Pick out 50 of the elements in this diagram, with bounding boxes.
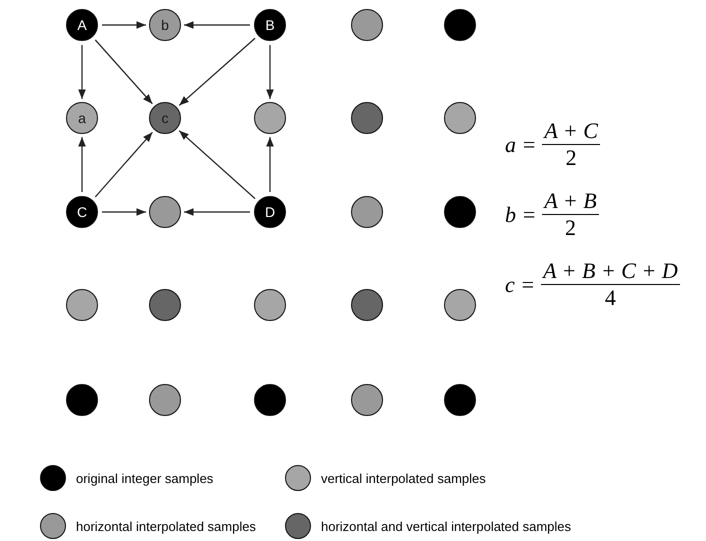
sample-dot [444, 196, 476, 228]
arrow [102, 21, 146, 29]
sample-dot: b [149, 9, 181, 41]
legend-label: horizontal and vertical interpolated samples [321, 518, 572, 534]
sample-dot [149, 289, 181, 321]
arrow [266, 45, 274, 99]
sample-dot: C [66, 196, 98, 228]
sample-dot: a [66, 102, 98, 134]
legend-label: original integer samples [76, 470, 214, 486]
arrow [78, 45, 86, 99]
arrow [178, 38, 256, 106]
arrow [94, 132, 153, 198]
sample-dot [66, 384, 98, 416]
sample-dot: c [149, 102, 181, 134]
sample-dot [351, 384, 383, 416]
fraction-denominator: 4 [604, 285, 616, 311]
sample-dot [254, 384, 286, 416]
fraction-numerator: A + B + C + D [541, 258, 679, 284]
sample-dot [444, 384, 476, 416]
legend-label: vertical interpolated samples [321, 470, 486, 486]
sample-dot [351, 102, 383, 134]
arrow [102, 208, 146, 216]
arrow [178, 130, 256, 200]
sample-dot [254, 102, 286, 134]
arrow [184, 208, 250, 216]
fraction-denominator: 2 [565, 215, 576, 241]
arrow [184, 21, 250, 29]
sample-dot: B [254, 9, 286, 41]
fraction-numerator: A + B [542, 188, 598, 214]
fraction-denominator: 2 [566, 145, 577, 171]
sample-dot: A [66, 9, 98, 41]
fraction-numerator: A + C [542, 118, 600, 144]
equation-lhs: b = [505, 202, 536, 228]
sample-dot [149, 196, 181, 228]
sample-dot [351, 196, 383, 228]
arrow [266, 137, 274, 192]
sample-dot [351, 289, 383, 321]
sample-dot [254, 289, 286, 321]
arrow [78, 137, 86, 192]
arrow [94, 40, 153, 104]
sample-dot [444, 9, 476, 41]
equation-lhs: a = [505, 132, 536, 158]
sample-dot [149, 384, 181, 416]
sample-dot: D [254, 196, 286, 228]
sample-dot [444, 289, 476, 321]
sample-dot [351, 9, 383, 41]
sample-dot [444, 102, 476, 134]
sample-dot [66, 289, 98, 321]
equation-lhs: c = [505, 272, 536, 298]
legend-label: horizontal interpolated samples [76, 518, 256, 534]
